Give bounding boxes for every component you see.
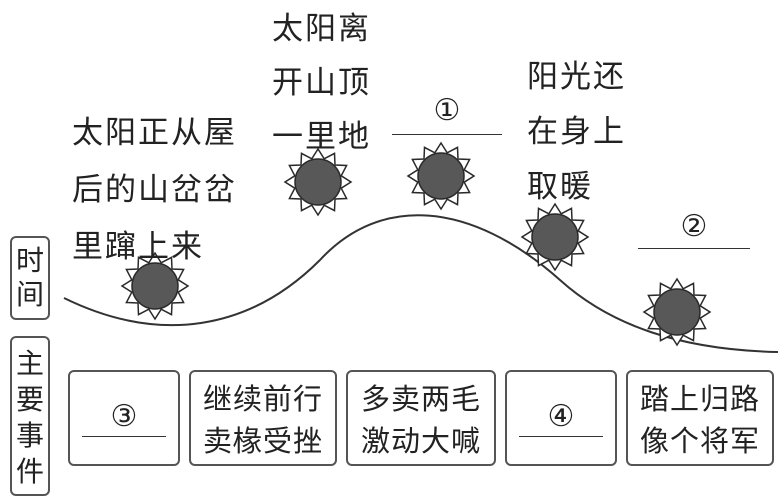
blank-2-marker: ② [680, 209, 708, 244]
annotation-line: 一里地 [272, 119, 371, 155]
blank-3-rule [82, 436, 166, 437]
event-box-sell-more: 多卖两毛 激动大喊 [346, 370, 496, 466]
event-line: 像个将军 [639, 424, 760, 458]
event-box-3[interactable]: ③ [68, 370, 180, 466]
blank-4-rule [519, 436, 603, 437]
annotation-line: 太阳离 [272, 11, 371, 47]
event-line: 踏上归路 [639, 382, 760, 416]
event-line: 激动大喊 [360, 424, 481, 458]
side-label-time: 时 间 [10, 236, 50, 320]
sun-disc [653, 288, 701, 336]
event-box-continue: 继续前行 卖椽受挫 [189, 370, 337, 466]
sun-disc [417, 152, 465, 200]
sun-disc [294, 158, 342, 206]
annotation-line: 阳光还 [527, 59, 626, 95]
side-label-char: 主 [15, 347, 44, 380]
blank-2[interactable]: ② [638, 210, 750, 256]
sun-icon [520, 202, 590, 272]
annotation-sunrise: 太阳正从屋 后的山岔岔 里蹿上来 [72, 105, 237, 276]
side-label-char: 件 [15, 455, 44, 488]
annotation-line: 里蹿上来 [72, 229, 204, 265]
event-line: 多卖两毛 [360, 382, 481, 416]
sun-icon [283, 147, 353, 217]
side-label-char: 事 [15, 419, 44, 452]
annotation-off-hilltop: 太阳离 开山顶 一里地 [272, 2, 371, 164]
blank-4-marker: ④ [547, 399, 575, 434]
annotation-line: 在身上 [527, 114, 626, 150]
annotation-line: 开山顶 [272, 65, 371, 101]
side-label-char: 时 [15, 244, 44, 277]
event-box-return: 踏上归路 像个将军 [626, 370, 774, 466]
blank-3-marker: ③ [110, 399, 138, 434]
side-label-char: 要 [15, 383, 44, 416]
sun-icon [406, 141, 476, 211]
side-label-char: 间 [15, 278, 44, 311]
side-label-events: 主 要 事 件 [10, 336, 50, 496]
event-box-4[interactable]: ④ [505, 370, 617, 466]
sun-path-curve [63, 214, 778, 353]
annotation-line: 后的山岔岔 [72, 172, 237, 208]
annotation-line: 取暖 [527, 169, 593, 205]
sun-disc [131, 262, 179, 310]
event-line: 继续前行 [202, 382, 323, 416]
blank-2-rule [638, 248, 750, 249]
sun-disc [531, 213, 579, 261]
annotation-warming: 阳光还 在身上 取暖 [527, 50, 626, 215]
sun-icon [120, 251, 190, 321]
blank-1-rule [392, 134, 502, 135]
event-line: 卖椽受挫 [202, 424, 323, 458]
blank-1[interactable]: ① [392, 94, 502, 140]
sun-icon [642, 277, 712, 347]
blank-1-marker: ① [433, 93, 461, 128]
annotation-line: 太阳正从屋 [72, 115, 237, 151]
